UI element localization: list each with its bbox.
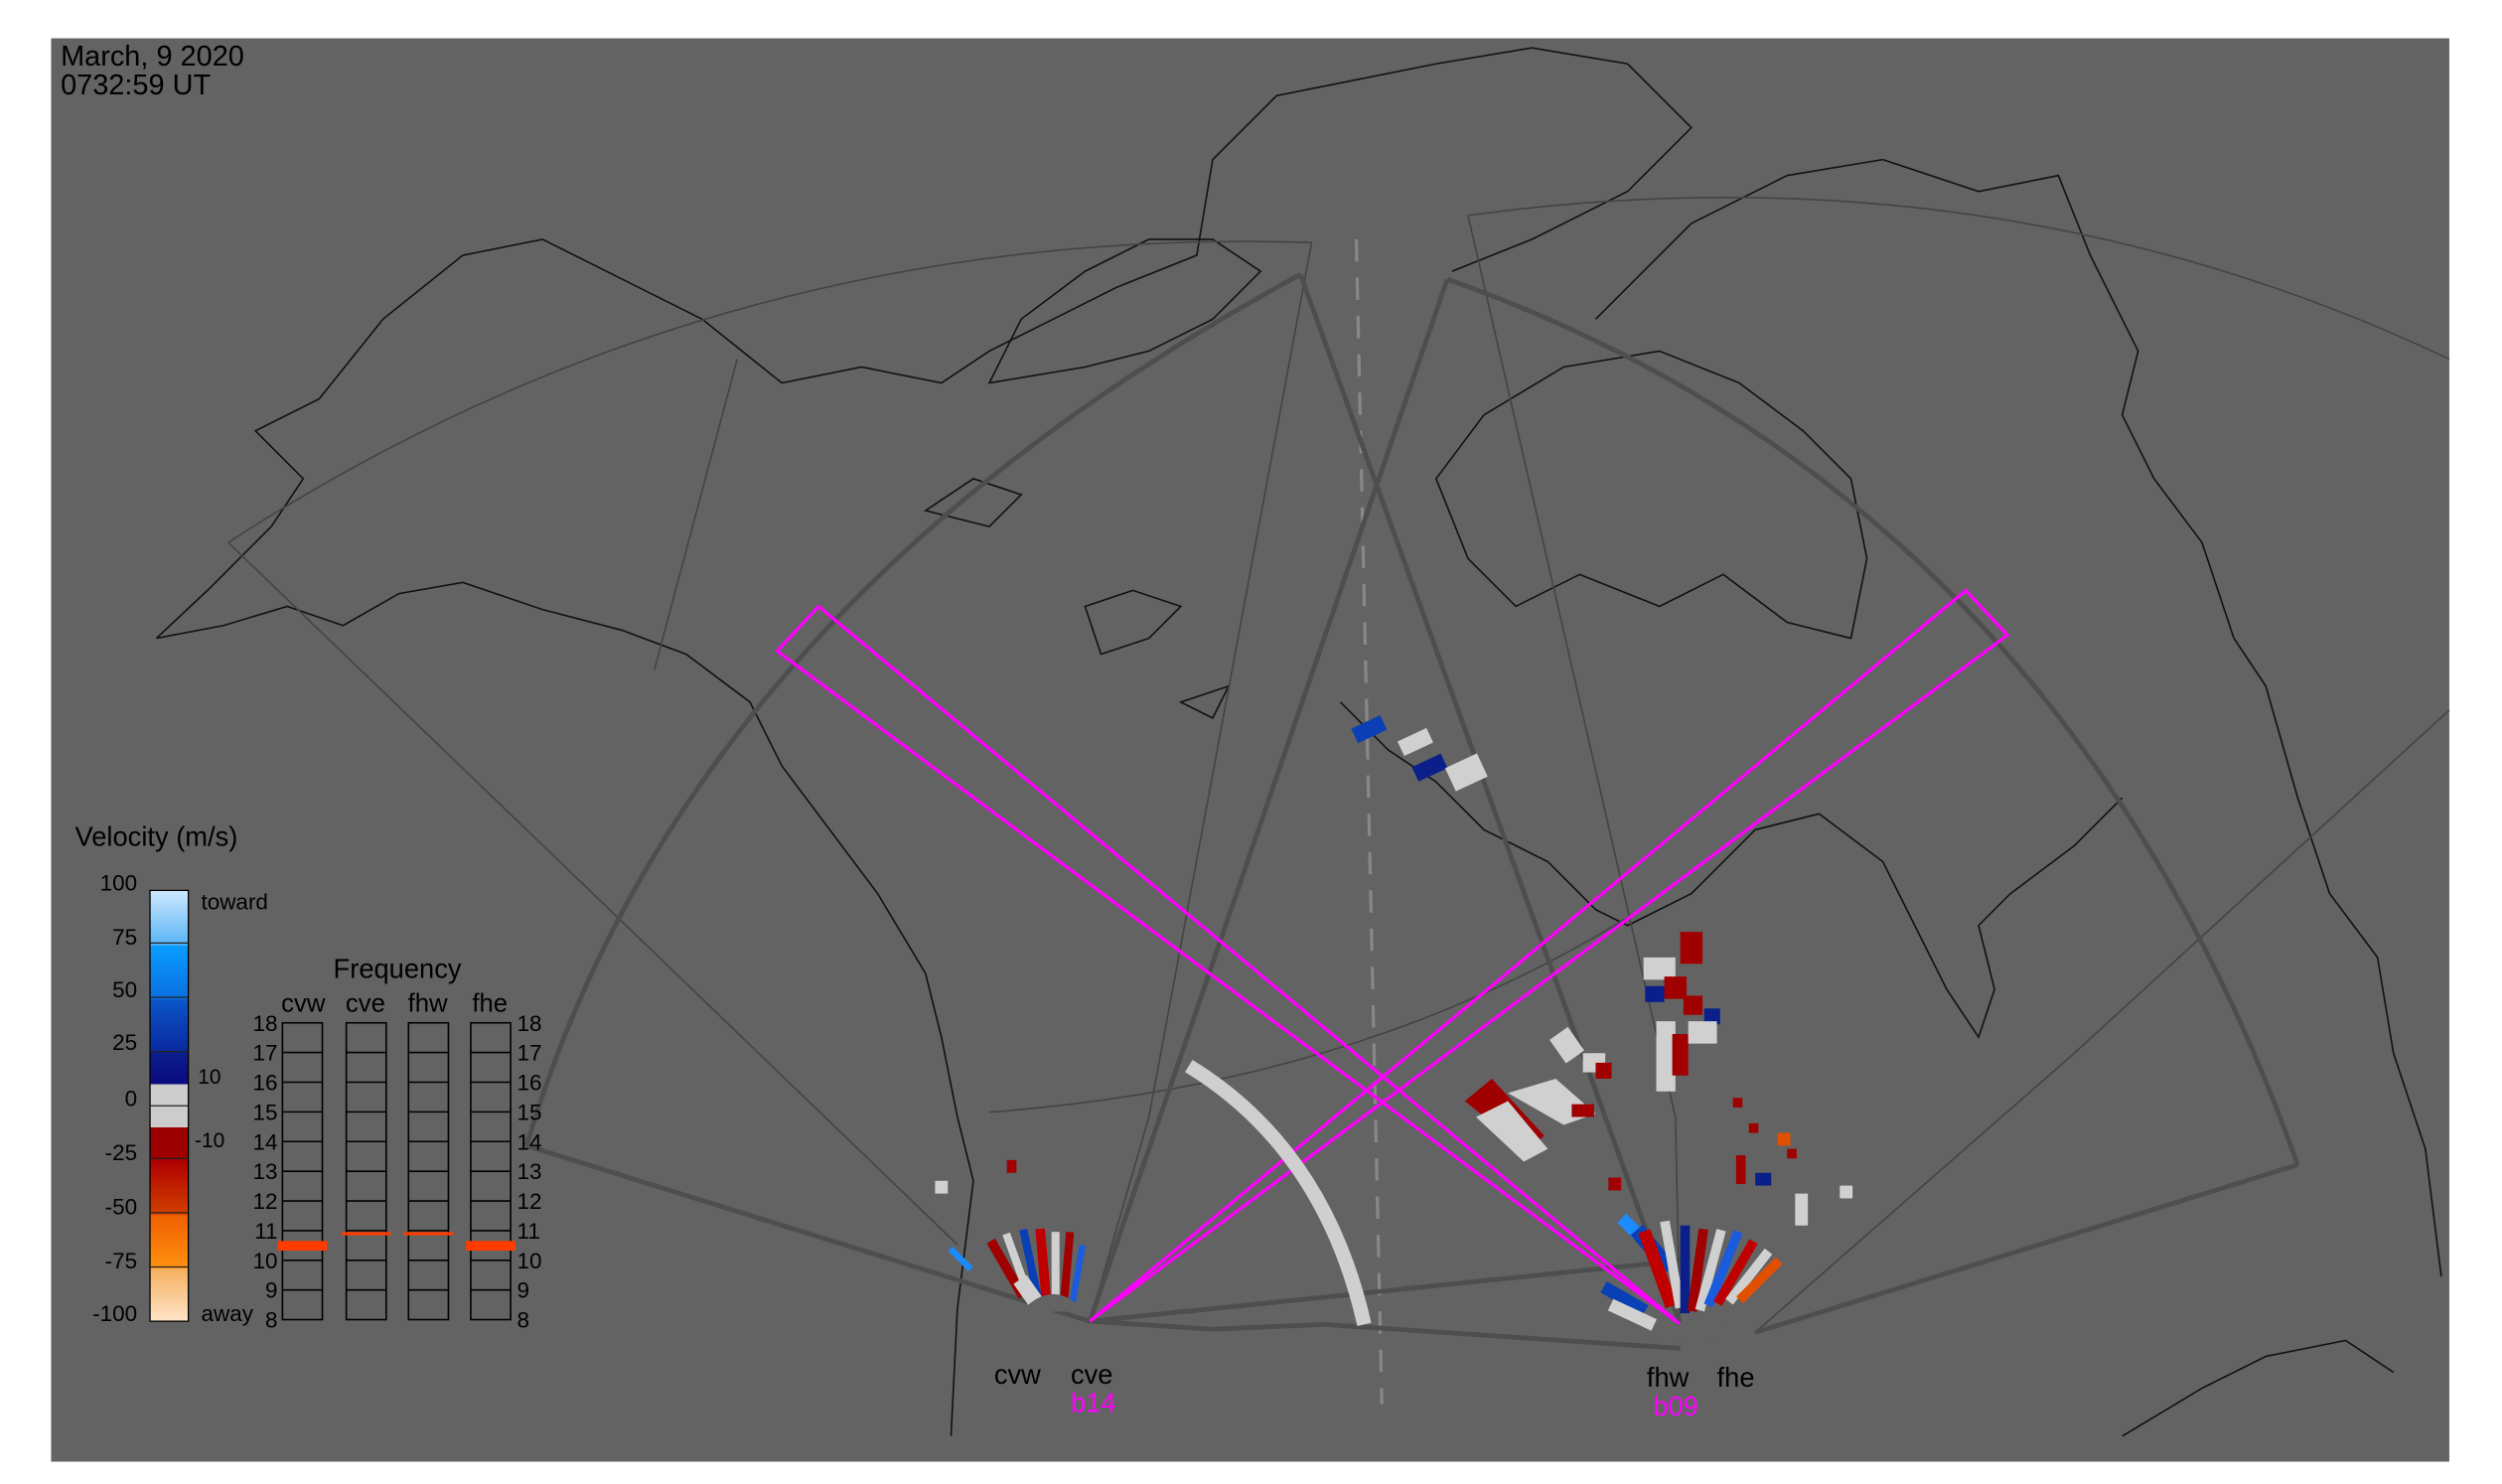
frequency-tick: 9 <box>517 1278 530 1303</box>
frequency-tick: 8 <box>517 1308 530 1333</box>
away-label: away <box>201 1301 253 1326</box>
frequency-column-label: fhw <box>408 989 448 1017</box>
velocity-cells <box>935 715 1853 1226</box>
fov-outlines-thin <box>227 197 2450 1341</box>
beam-b09 <box>774 604 1682 1326</box>
beam-label-west: b14 <box>1071 1388 1116 1418</box>
colorbar-tick: 25 <box>112 1030 137 1055</box>
frequency-tick: 12 <box>517 1189 542 1214</box>
frequency-marker <box>277 1241 328 1251</box>
frequency-tick: 16 <box>253 1071 278 1096</box>
colorbar-tick: -75 <box>105 1249 137 1273</box>
frequency-column-label: cvw <box>281 989 326 1017</box>
map-background <box>51 38 2449 1462</box>
frequency-marker <box>466 1241 515 1251</box>
radar-label-fhe: fhe <box>1717 1362 1755 1393</box>
frequency-tick: 11 <box>517 1219 540 1244</box>
beam-outlines <box>774 588 2010 1326</box>
frequency-tick: 15 <box>253 1100 278 1124</box>
colorbar-tick: -25 <box>105 1140 137 1165</box>
colorbar-inner-tick: -10 <box>195 1129 224 1152</box>
coastlines <box>155 47 2442 1437</box>
frequency-tick: 10 <box>517 1249 542 1273</box>
colorbar-tick: 50 <box>112 977 137 1002</box>
frequency-tick: 13 <box>253 1159 278 1184</box>
frequency-tick: 14 <box>253 1129 278 1154</box>
radar-label-fhw: fhw <box>1647 1362 1690 1393</box>
time-label: 0732:59 UT <box>61 70 211 101</box>
colorbar-inner-tick: 10 <box>198 1066 221 1089</box>
frequency-tick: 18 <box>517 1011 542 1036</box>
fov-boundaries <box>523 272 2300 1351</box>
date-label: March, 9 2020 <box>61 41 244 73</box>
frequency-marker <box>403 1232 454 1236</box>
frequency-panel: Frequency cvw cve fhw fhe 18 18 17 17 16 16 15… <box>253 954 542 1333</box>
frequency-tick: 16 <box>517 1071 542 1096</box>
frequency-column-label: cve <box>346 989 385 1017</box>
radar-label-cvw: cvw <box>994 1359 1041 1390</box>
frequency-tick: 13 <box>517 1159 542 1184</box>
frequency-tick: 14 <box>517 1129 542 1154</box>
ground-scatter-arc <box>1185 1059 1372 1326</box>
toward-label: toward <box>201 890 268 915</box>
frequency-tick: 11 <box>254 1219 277 1244</box>
colorbar-tick: -100 <box>92 1301 137 1326</box>
frequency-title: Frequency <box>334 954 462 984</box>
colorbar-tick: 100 <box>100 870 138 895</box>
west-radar-fan <box>948 1228 1087 1312</box>
frequency-tick: 18 <box>253 1011 278 1036</box>
frequency-column-label: fhe <box>472 989 508 1017</box>
frequency-tick: 17 <box>253 1041 278 1066</box>
frequency-tick: 15 <box>517 1100 542 1124</box>
radar-label-cve: cve <box>1071 1359 1112 1390</box>
frequency-tick: 17 <box>517 1041 542 1066</box>
frequency-tick: 8 <box>265 1308 278 1333</box>
colorbar-tick: -50 <box>105 1195 137 1220</box>
frequency-tick: 12 <box>253 1189 278 1214</box>
colorbar-title: Velocity (m/s) <box>75 820 238 851</box>
frequency-marker <box>341 1232 391 1236</box>
meridian-dashed <box>1354 238 1384 1405</box>
colorbar-tick: 75 <box>112 925 137 950</box>
frequency-tick: 9 <box>265 1278 278 1303</box>
frequency-tick: 10 <box>253 1249 278 1273</box>
beam-b14 <box>1089 588 2010 1323</box>
velocity-colorbar: Velocity (m/s) <box>75 820 268 1326</box>
colorbar-tick: 0 <box>125 1086 138 1111</box>
beam-label-east: b09 <box>1653 1391 1698 1421</box>
east-radar-fan <box>1600 1213 1783 1341</box>
